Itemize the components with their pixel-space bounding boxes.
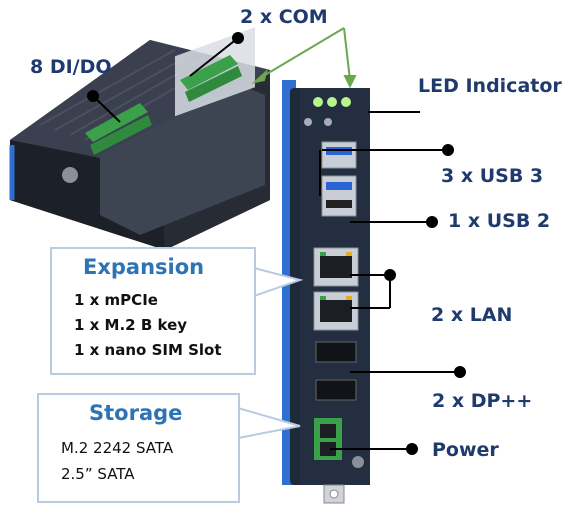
expansion-callout: Expansion 1 x mPCIe 1 x M.2 B key 1 x na… <box>50 247 256 375</box>
device-top-view <box>9 27 270 250</box>
device-front-panel <box>282 80 370 504</box>
expansion-item: 1 x M.2 B key <box>74 316 188 334</box>
com-terminal <box>180 55 242 102</box>
label-power: Power <box>432 439 499 461</box>
expansion-item: 1 x nano SIM Slot <box>74 341 222 359</box>
leader-lines <box>87 32 466 455</box>
expansion-title: Expansion <box>83 255 205 279</box>
label-dp: 2 x DP++ <box>432 390 533 412</box>
expansion-item: 1 x mPCIe <box>74 291 158 309</box>
storage-title: Storage <box>89 401 183 425</box>
storage-item: 2.5” SATA <box>61 465 135 483</box>
label-usb3: 3 x USB 3 <box>441 165 544 187</box>
label-lan: 2 x LAN <box>431 304 513 326</box>
dido-terminal <box>85 103 152 155</box>
com-arrows <box>251 27 357 89</box>
label-usb2: 1 x USB 2 <box>448 210 551 232</box>
storage-item: M.2 2242 SATA <box>61 439 174 457</box>
label-com: 2 x COM <box>240 6 328 28</box>
label-led: LED Indicator <box>418 75 562 97</box>
storage-callout: Storage M.2 2242 SATA 2.5” SATA <box>37 393 240 503</box>
label-dido: 8 DI/DO <box>30 56 112 78</box>
